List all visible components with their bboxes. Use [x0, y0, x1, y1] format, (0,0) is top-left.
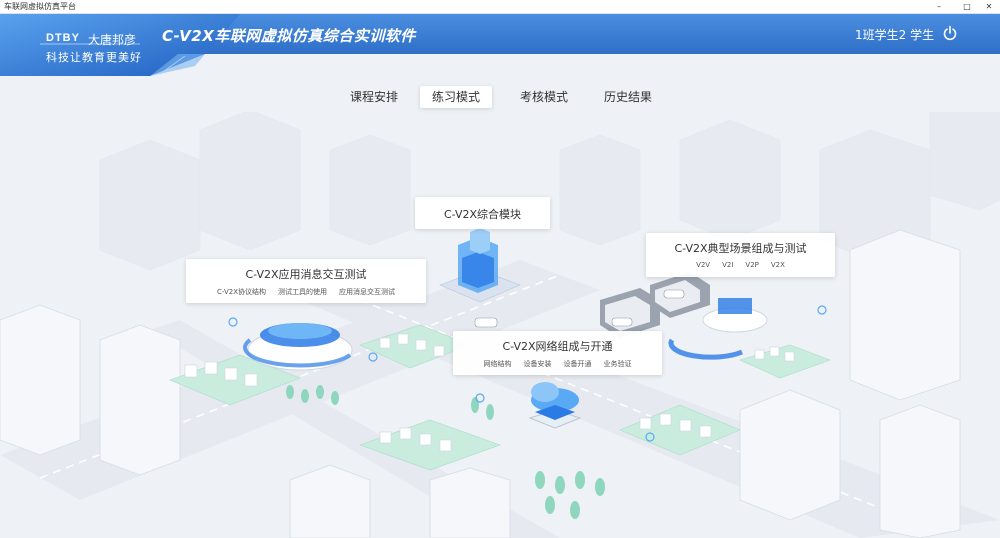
module-title: C-V2X应用消息交互测试	[245, 268, 367, 281]
minimize-button[interactable]: –	[937, 2, 941, 11]
logo: DTBY 大唐邦彦 科技让教育更美好	[0, 14, 240, 76]
logo-en-text: DTBY	[46, 32, 80, 44]
module-title: C-V2X综合模块	[443, 208, 522, 221]
module-card-network[interactable]: C-V2X网络组成与开通 网络结构 设备安装 设备开通 业务验证	[453, 331, 662, 375]
module-sub-item[interactable]: V2X	[770, 261, 785, 269]
mode-tabs: 课程安排 练习模式 考核模式 历史结果	[0, 86, 1000, 108]
user-name: 1班学生2 学生	[855, 28, 935, 42]
module-sub-item[interactable]: 测试工具的使用	[278, 288, 328, 296]
tab-practice-mode[interactable]: 练习模式	[420, 86, 493, 108]
module-sub-item[interactable]: V2V	[696, 261, 711, 269]
window-title: 车联网虚拟仿真平台	[4, 2, 76, 11]
module-sub-item[interactable]: 应用消息交互测试	[339, 288, 396, 296]
maximize-button[interactable]: □	[963, 2, 971, 11]
module-sub-item[interactable]: C-V2X协议结构	[216, 288, 267, 296]
logo-slogan: 科技让教育更美好	[46, 51, 142, 64]
app-title: C-V2X车联网虚拟仿真综合实训软件	[162, 27, 416, 45]
module-sub-item[interactable]: V2I	[722, 261, 734, 269]
power-icon[interactable]	[942, 25, 958, 41]
module-sub-item[interactable]: V2P	[745, 261, 759, 269]
window-titlebar: 车联网虚拟仿真平台 – □ ✕	[0, 0, 1000, 14]
tab-exam-mode[interactable]: 考核模式	[520, 90, 569, 104]
module-sub-item[interactable]: 设备开通	[563, 360, 592, 368]
module-sub-item[interactable]: 业务验证	[603, 360, 632, 368]
module-sub-item[interactable]: 设备安装	[523, 360, 552, 368]
module-title: C-V2X典型场景组成与测试	[674, 242, 807, 255]
module-card-comprehensive[interactable]: C-V2X综合模块	[415, 197, 550, 229]
close-button[interactable]: ✕	[985, 2, 993, 11]
city-scene-illustration	[0, 112, 1000, 538]
module-card-typical-scene[interactable]: C-V2X典型场景组成与测试 V2V V2I V2P V2X	[646, 233, 835, 277]
tab-history-results[interactable]: 历史结果	[604, 90, 653, 104]
module-title: C-V2X网络组成与开通	[502, 340, 613, 353]
module-card-app-message[interactable]: C-V2X应用消息交互测试 C-V2X协议结构 测试工具的使用 应用消息交互测试	[186, 259, 426, 303]
logo-cn-text: 大唐邦彦	[88, 33, 137, 47]
tab-course-schedule[interactable]: 课程安排	[350, 90, 399, 104]
module-sub-item[interactable]: 网络结构	[483, 360, 512, 368]
